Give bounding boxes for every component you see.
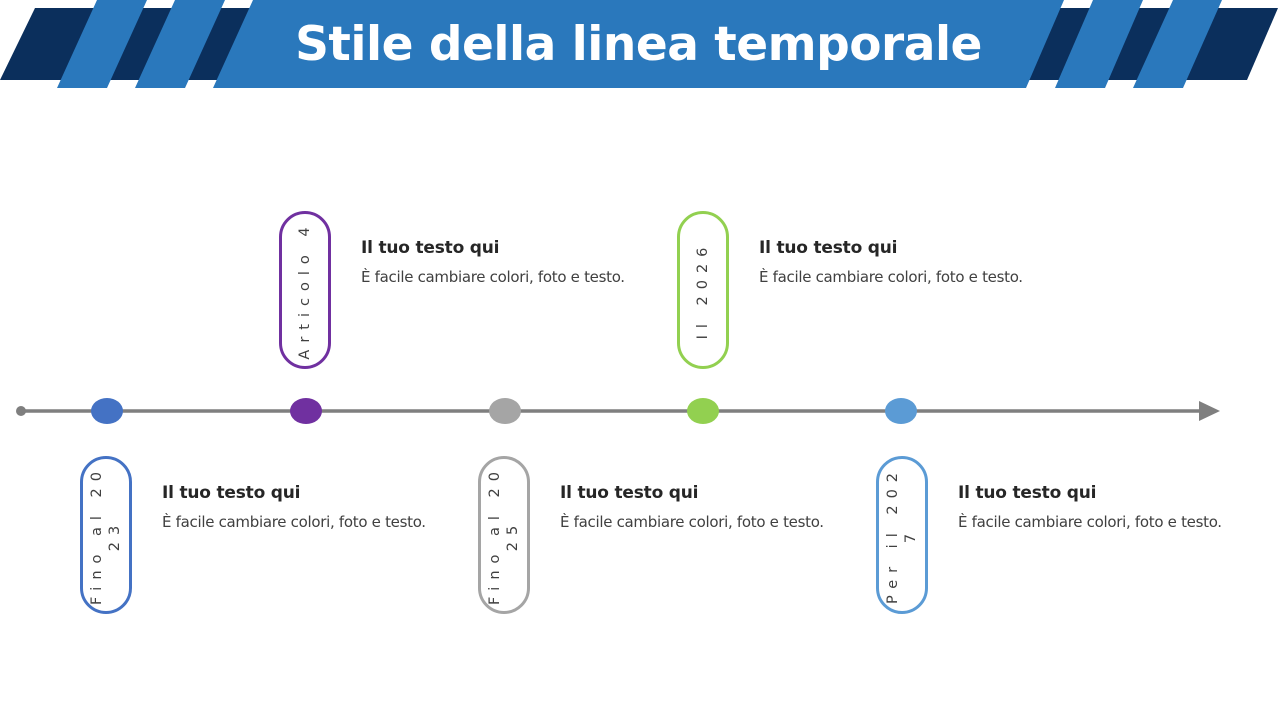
header-stripe — [1133, 0, 1222, 88]
milestone-label-pill: Fino al 2023 — [80, 456, 132, 614]
milestone-dot — [91, 398, 123, 424]
milestone-heading: Il tuo testo qui — [560, 483, 699, 503]
milestone-info: Il tuo testo qui È facile cambiare color… — [361, 238, 681, 286]
milestone-heading: Il tuo testo qui — [958, 483, 1097, 503]
milestone-dot — [885, 398, 917, 424]
milestone-label-pill: Il 2026 — [677, 211, 729, 369]
milestone-label-pill: Fino al 2025 — [478, 456, 530, 614]
header-stripe — [1055, 0, 1143, 88]
milestone-info: Il tuo testo qui È facile cambiare color… — [958, 483, 1278, 531]
milestone-dot — [290, 398, 322, 424]
milestone-dot — [489, 398, 521, 424]
milestone-heading: Il tuo testo qui — [361, 238, 500, 258]
milestone-label: Il 2026 — [695, 240, 711, 340]
header-title-banner — [213, 0, 1064, 88]
milestone-description: È facile cambiare colori, foto e testo. — [560, 513, 824, 531]
milestone-label-pill: Per il 2027 — [876, 456, 928, 614]
milestone-label: Per il 2027 — [885, 465, 919, 605]
milestone-heading: Il tuo testo qui — [162, 483, 301, 503]
milestone-label: Fino al 2025 — [487, 465, 521, 605]
milestone-description: È facile cambiare colori, foto e testo. — [958, 513, 1222, 531]
header-banner — [0, 0, 1278, 88]
milestone-info: Il tuo testo qui È facile cambiare color… — [162, 483, 482, 531]
milestone-label-pill: Articolo 4 — [279, 211, 331, 369]
milestone-description: È facile cambiare colori, foto e testo. — [361, 268, 625, 286]
milestone-info: Il tuo testo qui È facile cambiare color… — [560, 483, 880, 531]
milestone-heading: Il tuo testo qui — [759, 238, 898, 258]
header-stripe — [57, 0, 147, 88]
header-stripe — [135, 0, 225, 88]
milestone-label: Fino al 2023 — [89, 465, 123, 605]
milestone-description: È facile cambiare colori, foto e testo. — [759, 268, 1023, 286]
milestone-label: Articolo 4 — [297, 220, 313, 360]
milestone-dot — [687, 398, 719, 424]
timeline-arrow-head — [1199, 401, 1220, 421]
milestone-info: Il tuo testo qui È facile cambiare color… — [759, 238, 1079, 286]
milestone-description: È facile cambiare colori, foto e testo. — [162, 513, 426, 531]
page-title: Stile della linea temporale — [295, 16, 982, 72]
